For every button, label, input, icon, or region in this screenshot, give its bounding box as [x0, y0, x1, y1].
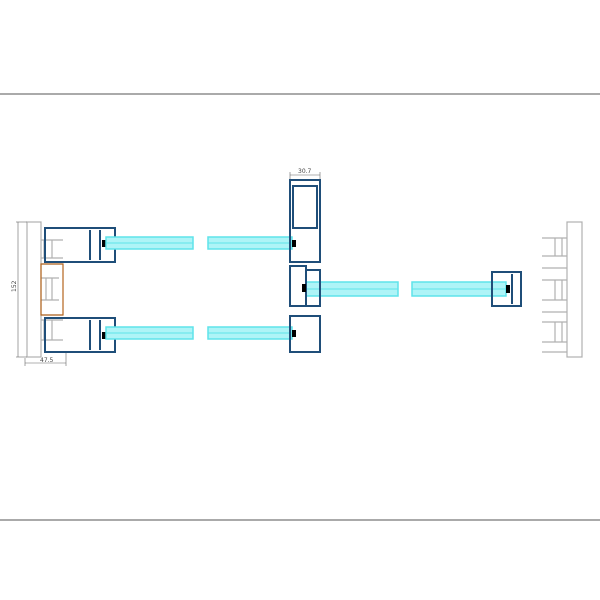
glass-centerlines — [106, 242, 506, 334]
dim-width-label: 47.5 — [40, 357, 54, 364]
gasket — [302, 284, 306, 292]
gasket — [292, 330, 296, 337]
gasket — [102, 240, 106, 247]
right-frame — [542, 221, 583, 358]
thermal-insert — [40, 263, 64, 316]
gasket — [506, 285, 510, 293]
right-sash — [491, 271, 522, 307]
dimension-lines — [16, 172, 321, 366]
gasket — [292, 240, 296, 247]
dim-height-label: 152 — [11, 280, 18, 292]
center-mullion — [289, 179, 321, 353]
dim-mullion-label: 30.7 — [298, 168, 312, 175]
gasket — [102, 332, 106, 339]
